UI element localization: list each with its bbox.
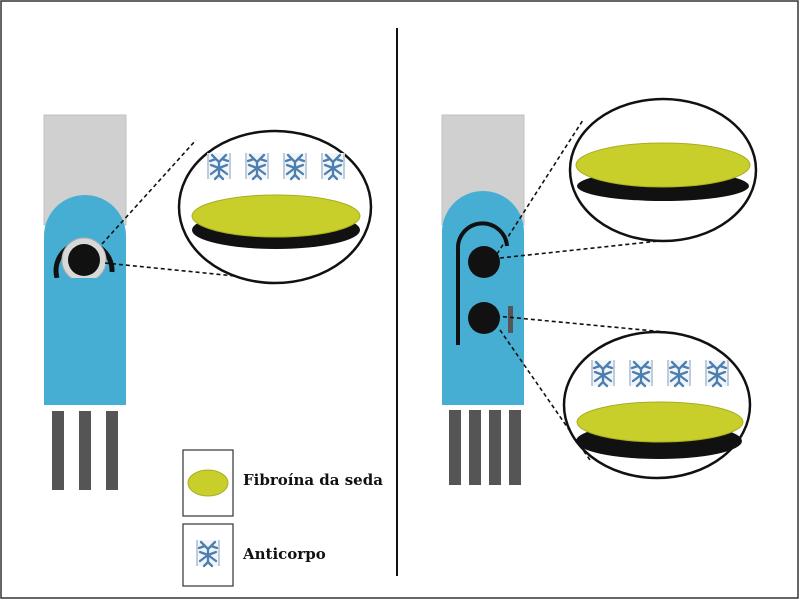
contact-pin	[489, 410, 501, 485]
left-sensor-strip	[43, 114, 127, 490]
antibody-icon	[243, 151, 271, 181]
strip-blue-body	[44, 195, 126, 405]
antibody-icon	[703, 358, 731, 388]
silk-fibroin-disc-icon	[187, 469, 229, 497]
silk-fibroin-layer	[576, 401, 744, 443]
antibody-icon	[589, 358, 617, 388]
counter-electrode	[455, 221, 509, 345]
contact-pin	[106, 411, 118, 490]
strip-blue-body	[442, 191, 524, 405]
antibody-icon	[665, 358, 693, 388]
legend-label-silk-fibroin: Fibroína da seda	[243, 471, 383, 489]
sensing-electrode	[468, 302, 500, 334]
working-electrode	[68, 244, 100, 276]
silk-fibroin-layer	[191, 194, 361, 238]
reference-electrode	[508, 306, 513, 333]
electrode-gap	[50, 278, 120, 286]
antibody-icon	[205, 151, 233, 181]
antibody-icon	[627, 358, 655, 388]
antibody-icon	[194, 538, 222, 568]
contact-pin	[79, 411, 91, 490]
control-electrode	[468, 246, 500, 278]
antibody-icon	[281, 151, 309, 181]
contact-pin	[449, 410, 461, 485]
silk-fibroin-layer	[575, 142, 751, 188]
right-zoom-callout-top	[568, 97, 758, 243]
antibody-icon	[319, 151, 347, 181]
contact-pin	[469, 410, 481, 485]
contact-pin	[52, 411, 64, 490]
legend-label-antibody: Anticorpo	[243, 545, 326, 563]
right-sensor-strip	[441, 114, 525, 485]
contact-pin	[509, 410, 521, 485]
right-zoom-callout-bottom	[562, 330, 752, 480]
left-panel	[43, 114, 373, 587]
right-panel	[441, 97, 758, 485]
legend-antibody	[182, 523, 234, 587]
legend-silk-fibroin	[182, 449, 234, 517]
left-zoom-callout	[177, 129, 373, 285]
